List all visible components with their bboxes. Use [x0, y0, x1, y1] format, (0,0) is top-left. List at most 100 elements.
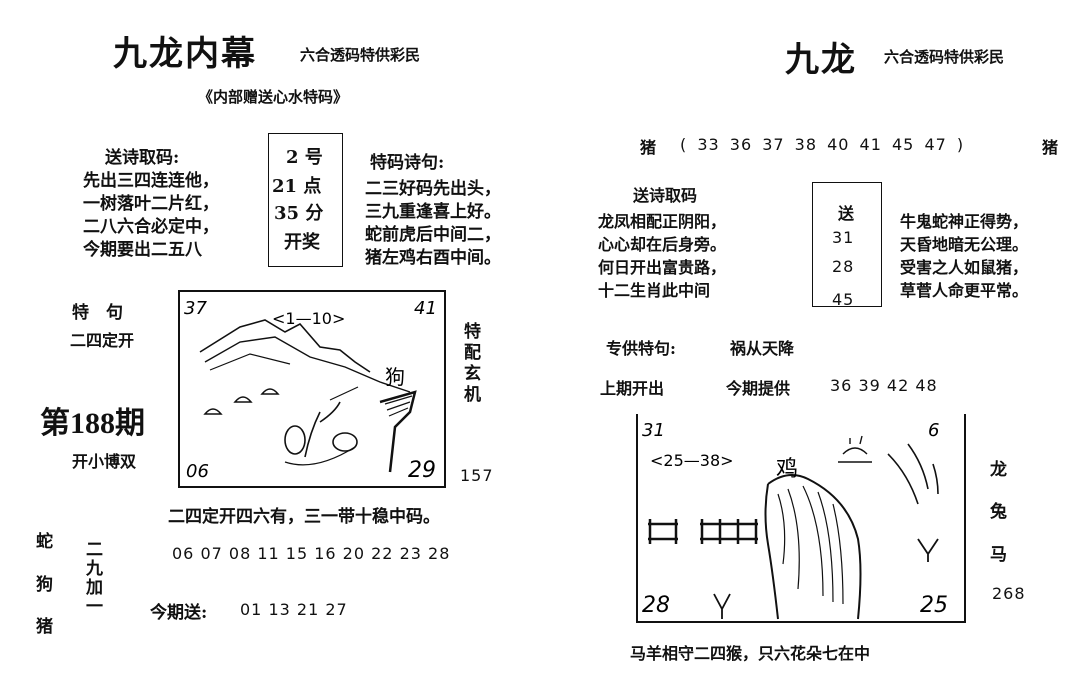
special-poem-line: 二三好码先出头， — [365, 179, 501, 199]
left-number-list: 06 07 08 11 15 16 20 22 23 28 — [172, 544, 451, 563]
sketch-corner-tr: 41 — [414, 298, 437, 319]
pig-label-right: 猪 — [1042, 138, 1059, 157]
left-poem-heading: 送诗取码: — [105, 148, 180, 168]
sketch-corner-tl: 37 — [184, 298, 207, 319]
animal-label: 蛇 — [36, 532, 53, 552]
left-gift-note: 《内部赠送心水特码》 — [198, 88, 349, 106]
right-title: 九龙 — [785, 40, 857, 80]
te-ju-value: 二四定开 — [70, 331, 135, 350]
draw-box-line: 2 号 — [286, 147, 323, 168]
cliff-line — [764, 483, 779, 620]
fence-sketch — [648, 519, 678, 544]
fence-sketch — [384, 395, 413, 417]
flower-stem — [304, 401, 341, 458]
line-note: 二四定开四六有，三一带十稳中码。 — [168, 507, 440, 527]
left-poem-line: 二八六合必定中， — [83, 217, 219, 237]
left-poem-line: 今期要出二五八 — [83, 240, 202, 260]
arrow-sketch — [329, 386, 359, 401]
right-poem-line: 龙凤相配正阴阳， — [598, 212, 727, 231]
grass-sketch — [917, 538, 939, 562]
plus-hint: 二九加一 — [82, 540, 102, 616]
left-special-heading: 特码诗句: — [370, 153, 445, 173]
right-poem-2: 牛鬼蛇神正得势， 天昏地暗无公理。 受害之人如鼠猪， 草菅人命更平常。 — [900, 210, 1028, 302]
side-animal: 兔 — [990, 502, 1007, 522]
kai-xiao-bo-shuang: 开小博双 — [72, 452, 137, 471]
send-box-line: 28 — [832, 257, 855, 276]
sketch-corner-bl: 28 — [642, 593, 670, 618]
special-poem-line: 三九重逢喜上好。 — [365, 202, 501, 222]
cliff-sketch: 31 6 28 25 <25—38> 鸡 — [642, 420, 948, 620]
issue-number: 第188期 — [40, 407, 145, 440]
side-animal: 龙 — [990, 460, 1007, 480]
right-poem-heading: 送诗取码 — [633, 186, 698, 205]
send-numbers: 01 13 21 27 — [240, 600, 348, 619]
side-animal: 马 — [990, 545, 1007, 565]
right-poem2-line: 天昏地暗无公理。 — [900, 235, 1029, 254]
draw-box-line: 21 点 — [272, 176, 322, 197]
send-box-line: 送 — [838, 204, 855, 223]
send-box-line: 45 — [832, 290, 855, 309]
left-poem-line: 先出三四连连他， — [83, 171, 219, 191]
pig-label-left: 猪 — [640, 138, 657, 157]
left-poem: 先出三四连连他， 一树落叶二片红， 二八六合必定中， 今期要出二五八 — [83, 170, 219, 262]
houses-sketch — [203, 388, 280, 415]
right-poem2-line: 受害之人如鼠猪， — [900, 258, 1029, 277]
left-sketch-frame: 37 41 06 29 <1—10> 狗 — [178, 290, 446, 488]
mountain-sketch: 37 41 06 29 <1—10> 狗 — [184, 298, 437, 483]
fence-sketch — [700, 519, 758, 544]
special-poem-line: 猪左鸡右酉中间。 — [365, 248, 501, 268]
right-poem-line: 何日开出富贵路， — [598, 258, 727, 277]
sun-sketch — [838, 435, 872, 463]
special-value: 祸从天降 — [730, 339, 795, 358]
leaf-sketch — [332, 432, 358, 452]
sketch-corner-br: 25 — [920, 593, 948, 618]
mountain-line — [199, 319, 371, 373]
grass-sketch — [713, 593, 731, 619]
animal-label: 狗 — [36, 575, 53, 595]
right-poem2-line: 草菅人命更平常。 — [900, 281, 1029, 300]
sketch-corner-br: 29 — [408, 458, 436, 483]
cliff-hatching — [777, 485, 844, 605]
leaf-sketch — [284, 425, 306, 455]
send-box-line: 31 — [832, 228, 855, 247]
last-draw-label: 上期开出 — [600, 379, 665, 398]
send-label: 今期送: — [150, 603, 208, 623]
right-poem-line: 十二生肖此中间 — [598, 281, 711, 300]
branch-sketch — [887, 443, 939, 505]
ground-line — [284, 446, 356, 466]
left-special-poem: 二三好码先出头， 三九重逢喜上好。 蛇前虎后中间二， 猪左鸡右酉中间。 — [365, 178, 501, 270]
sketch-range: <25—38> — [650, 451, 734, 470]
fence-sketch — [379, 390, 417, 473]
sketch-corner-bl: 06 — [186, 461, 209, 482]
sketch-corner-tr: 6 — [928, 420, 939, 441]
left-subtitle: 六合透码特供彩民 — [300, 46, 421, 64]
sketch-corner-tl: 31 — [642, 420, 665, 441]
draw-box-line: 开奖 — [284, 232, 320, 253]
mountain-line — [204, 336, 411, 393]
left-title: 九龙内幕 — [113, 34, 257, 74]
animal-label: 猪 — [36, 617, 53, 637]
provide-numbers: 36 39 42 48 — [830, 376, 938, 395]
cliff-line — [767, 474, 862, 620]
draw-box-line: 35 分 — [274, 203, 324, 224]
mountain-line — [209, 353, 291, 371]
right-poem: 龙凤相配正阴阳， 心心却在后身旁。 何日开出富贵路， 十二生肖此中间 — [598, 210, 726, 302]
vertical-hint: 特配玄机 — [460, 322, 480, 406]
right-bottom-line: 马羊相守二四猴，只六花朵七在中 — [630, 644, 871, 663]
left-side-number: 157 — [460, 466, 494, 485]
sketch-char: 鸡 — [776, 457, 798, 482]
right-side-number: 268 — [992, 584, 1026, 603]
right-poem2-line: 牛鬼蛇神正得势， — [900, 212, 1029, 231]
right-poem-line: 心心却在后身旁。 — [598, 235, 727, 254]
send-box — [812, 182, 882, 307]
right-sketch-frame: 31 6 28 25 <25—38> 鸡 — [636, 414, 966, 623]
sketch-range: <1—10> — [272, 309, 345, 328]
te-ju-label: 特 句 — [72, 303, 123, 323]
left-poem-line: 一树落叶二片红， — [83, 194, 219, 214]
right-subtitle: 六合透码特供彩民 — [884, 48, 1005, 66]
provide-label: 今期提供 — [726, 379, 791, 398]
pig-numbers: ( 33 36 37 38 40 41 45 47 ) — [680, 135, 965, 154]
special-label: 专供特句: — [606, 339, 676, 358]
special-poem-line: 蛇前虎后中间二， — [365, 225, 501, 245]
sketch-char: 狗 — [385, 365, 405, 389]
